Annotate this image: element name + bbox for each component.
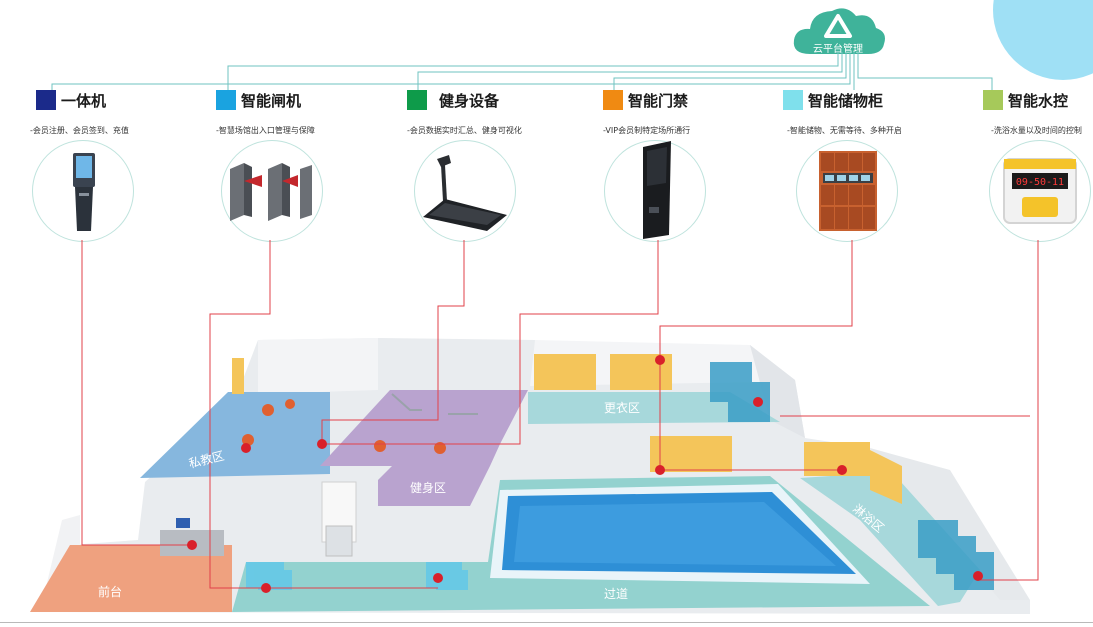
device-title: 智能门禁 bbox=[628, 91, 689, 110]
water-color-swatch bbox=[983, 90, 1003, 110]
device-description: -智能储物、无需等待、多种开启 bbox=[787, 126, 902, 135]
cloud-icon bbox=[793, 8, 885, 55]
locker-color-swatch bbox=[783, 90, 803, 110]
fitness-floor bbox=[320, 390, 528, 466]
access-terminal-circle bbox=[604, 140, 706, 242]
shower-floor bbox=[800, 472, 980, 606]
device-description: -会员注册、会员签到、充值 bbox=[30, 126, 129, 135]
turnstile-circle bbox=[221, 140, 323, 242]
device-kiosk: 一体机 -会员注册、会员签到、充值 bbox=[30, 88, 216, 136]
device-water-control: 智能水控 -洗浴水量以及时间的控制 bbox=[983, 88, 1093, 136]
device-description: -VIP会员制特定场所通行 bbox=[603, 126, 691, 135]
kiosk-circle bbox=[32, 140, 134, 242]
device-access-control: 智能门禁 -VIP会员制特定场所通行 bbox=[603, 88, 783, 136]
device-description: -会员数据实时汇总、健身可视化 bbox=[407, 126, 522, 135]
locker-circle bbox=[796, 140, 898, 242]
water-controller-icon: 09-50-11 bbox=[1003, 158, 1077, 224]
device-title: 健身设备 bbox=[439, 91, 500, 110]
bottom-divider bbox=[0, 622, 1093, 623]
treadmill-circle bbox=[414, 140, 516, 242]
zone-label-locker: 更衣区 bbox=[604, 400, 640, 415]
device-turnstile: 智能闸机 -智慧场馆出入口管理与保障 bbox=[216, 88, 396, 136]
treadmill-icon bbox=[423, 155, 507, 231]
cloud-connection-lines bbox=[51, 52, 993, 90]
zone-label-reception: 前台 bbox=[98, 584, 122, 599]
device-title: 智能储物柜 bbox=[808, 91, 884, 110]
device-connection-lines bbox=[81, 240, 1039, 589]
access-color-swatch bbox=[603, 90, 623, 110]
device-description: -洗浴水量以及时间的控制 bbox=[991, 126, 1082, 135]
kiosk-icon bbox=[73, 153, 95, 231]
water-controller-circle: 09-50-11 bbox=[989, 140, 1091, 242]
device-markers bbox=[187, 355, 983, 593]
kiosk-color-swatch bbox=[36, 90, 56, 110]
device-title: 智能水控 bbox=[1008, 91, 1069, 110]
cloud-platform: 云平台管理 bbox=[788, 2, 888, 58]
cloud-platform-label: 云平台管理 bbox=[813, 44, 863, 55]
zone-label-corridor: 过道 bbox=[604, 587, 628, 601]
zone-label-fitness: 健身区 bbox=[410, 480, 446, 495]
device-fitness-equipment: 健身设备 -会员数据实时汇总、健身可视化 bbox=[407, 88, 587, 136]
turnstile-color-swatch bbox=[216, 90, 236, 110]
gym-equipment bbox=[242, 399, 446, 454]
fitness-color-swatch bbox=[407, 90, 427, 110]
locker-icon bbox=[819, 151, 877, 231]
device-title: 一体机 bbox=[61, 91, 107, 110]
water-display-readout: 09-50-11 bbox=[1016, 177, 1064, 188]
device-description: -智慧场馆出入口管理与保障 bbox=[216, 126, 315, 135]
device-smart-locker: 智能储物柜 -智能储物、无需等待、多种开启 bbox=[783, 88, 963, 136]
turnstile-icon bbox=[230, 163, 312, 221]
device-title: 智能闸机 bbox=[241, 91, 302, 110]
shower-cabins bbox=[710, 362, 994, 590]
private-training-floor bbox=[140, 392, 330, 478]
access-terminal-icon bbox=[643, 141, 671, 239]
reception-floor bbox=[30, 545, 232, 612]
